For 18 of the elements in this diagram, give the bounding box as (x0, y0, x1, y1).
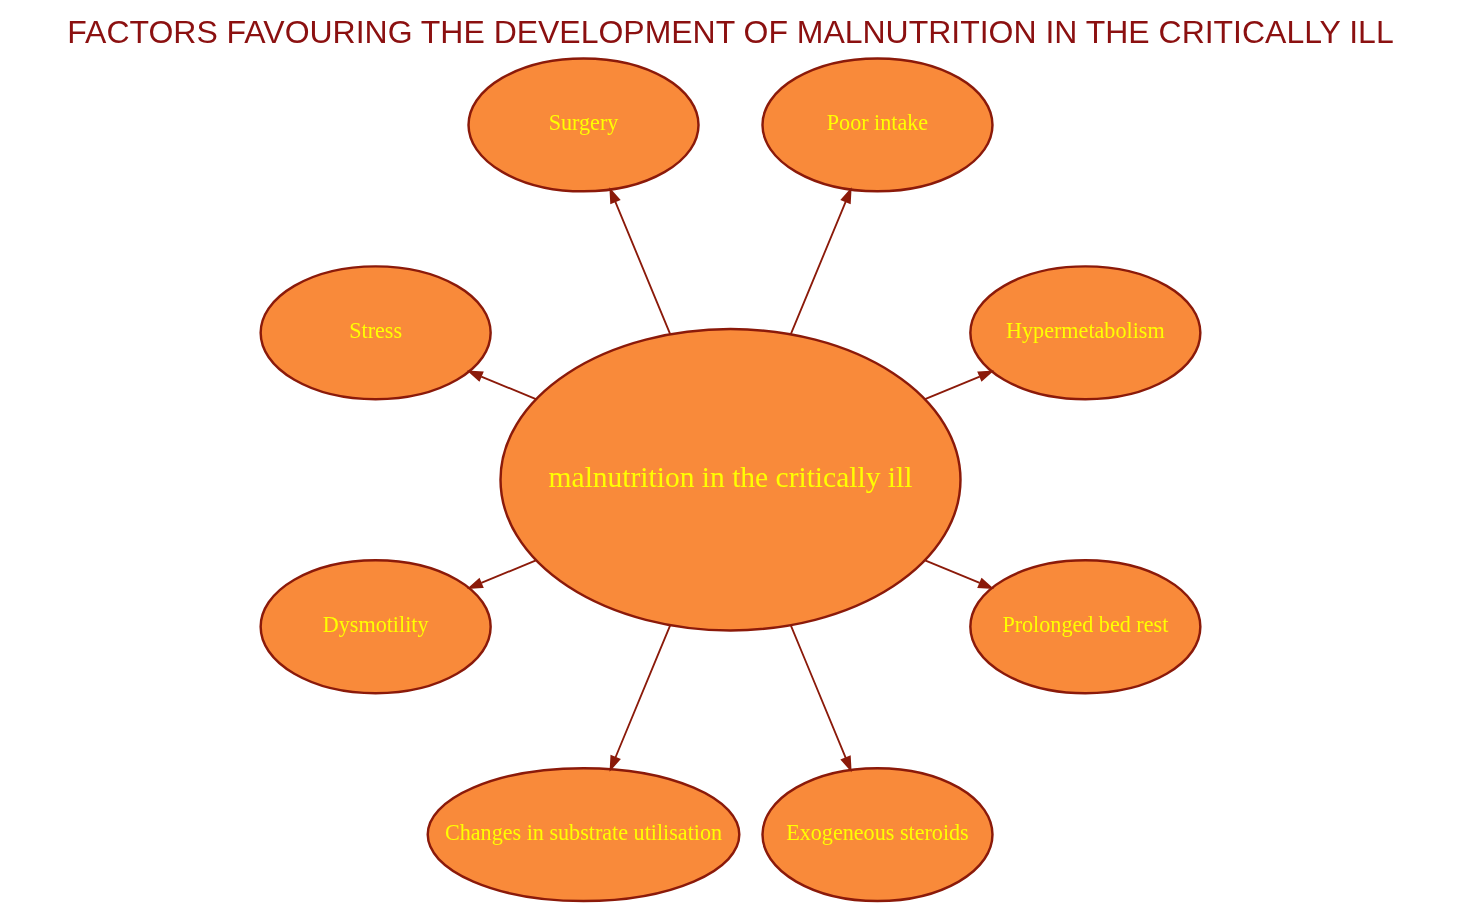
node-ellipse: Prolonged bed rest (969, 559, 1202, 695)
diagram-title: FACTORS FAVOURING THE DEVELOPMENT OF MALNUTRITION IN THE CRITICALLY ILL (67, 14, 1394, 51)
node-ellipse: Dysmotility (259, 559, 492, 695)
arrow (609, 187, 671, 335)
arrow (466, 370, 537, 401)
node-ellipse: Exogeneous steroids (761, 766, 994, 903)
node-ellipse: Stress (259, 265, 492, 401)
node-ellipse: Surgery (467, 57, 700, 193)
arrow (924, 370, 995, 401)
node-ellipse: Changes in substrate utilisation (426, 766, 741, 903)
arrow (790, 624, 852, 773)
node-ellipse: malnutrition in the critically ill (499, 327, 962, 632)
arrow (790, 187, 852, 335)
node-ellipse: Poor intake (761, 57, 994, 193)
arrow (466, 559, 537, 589)
arrow (609, 624, 671, 772)
node-ellipse: Hypermetabolism (969, 265, 1202, 401)
arrow (924, 559, 995, 589)
